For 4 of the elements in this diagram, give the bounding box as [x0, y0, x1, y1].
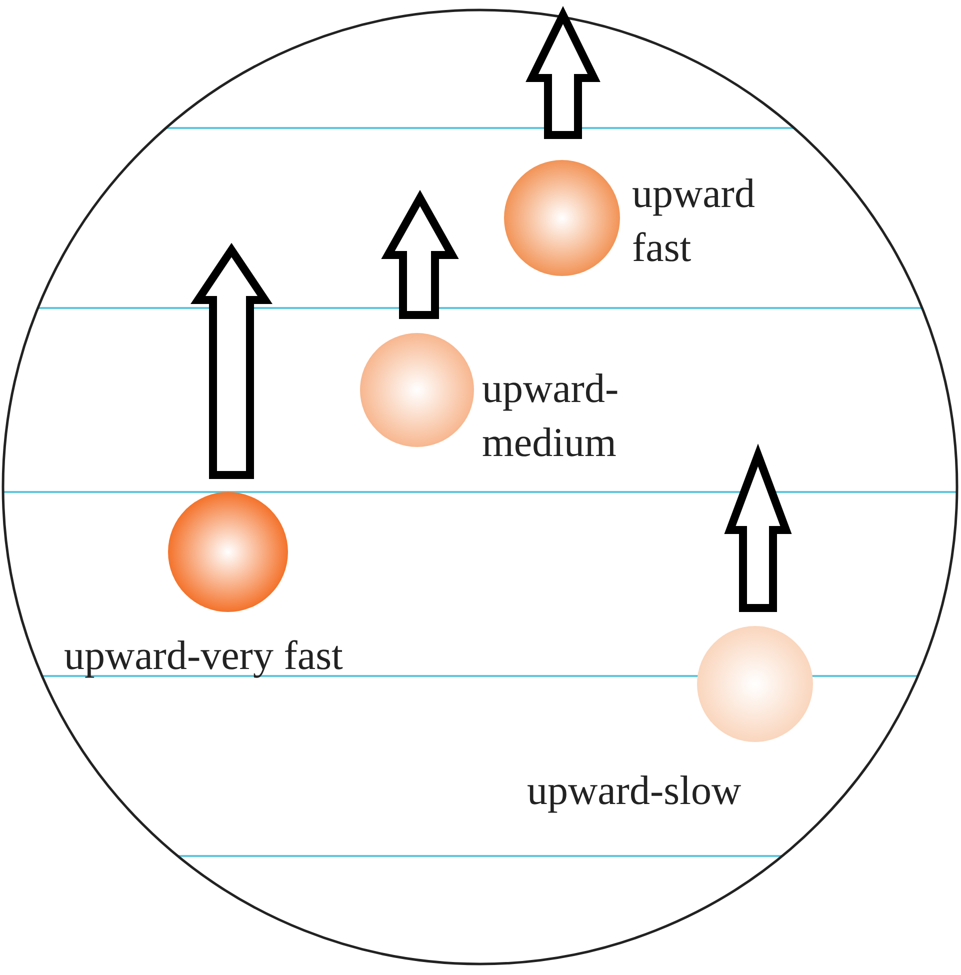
ball-label: upward-very fast: [64, 631, 343, 680]
ball-label: upward-slow: [527, 766, 742, 815]
ball-label: upward fast: [632, 169, 756, 272]
ball-label: upward-medium: [482, 364, 620, 467]
